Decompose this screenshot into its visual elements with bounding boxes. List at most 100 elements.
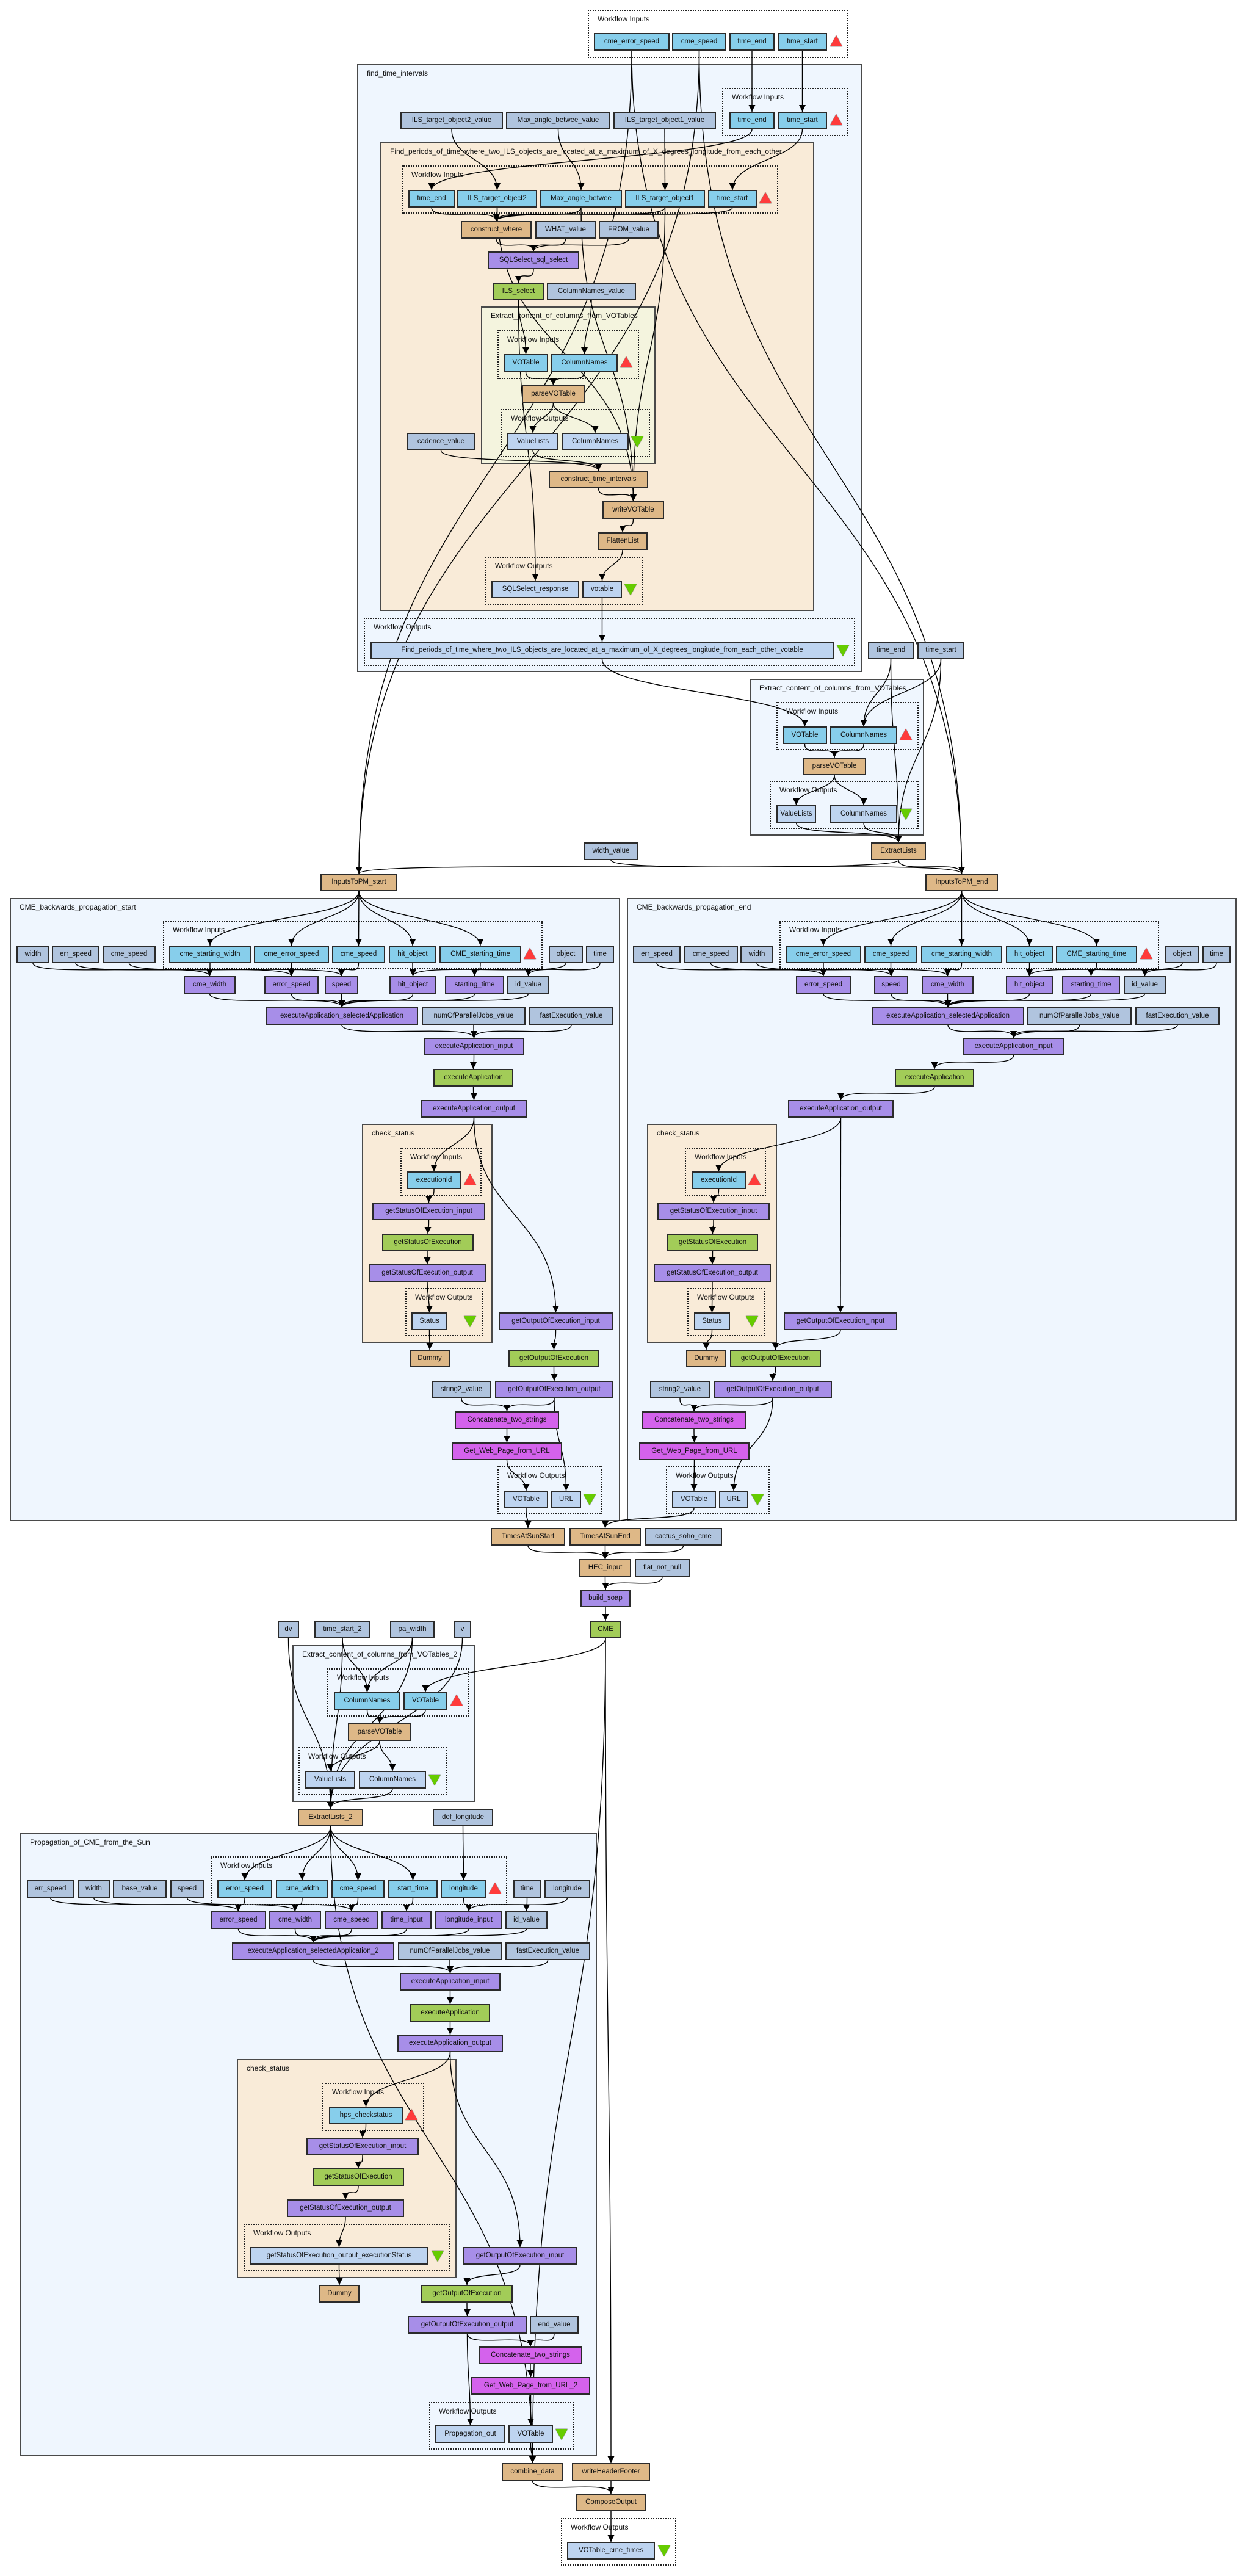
node-g-st[interactable]: start_time — [388, 1880, 438, 1898]
node-s-err[interactable]: err_speed — [52, 946, 99, 963]
node-s-object[interactable]: object — [549, 946, 583, 963]
node-g-cw[interactable]: cme_width — [276, 1880, 328, 1898]
node-g-width[interactable]: width — [78, 1880, 110, 1898]
node-s-ces[interactable]: cme_error_speed — [254, 946, 329, 963]
node-b-fnn[interactable]: flat_not_null — [635, 1559, 690, 1577]
node-n-dummy[interactable]: Dummy — [686, 1350, 726, 1367]
node-x3-vl[interactable]: ValueLists — [305, 1771, 355, 1789]
node-b-ts2[interactable]: time_start_2 — [314, 1621, 370, 1638]
node-b-comp[interactable]: ComposeOutput — [576, 2494, 646, 2511]
node-s-status[interactable]: Status — [411, 1312, 447, 1330]
node-t-cs[interactable]: cme_speed — [672, 33, 726, 51]
node-b-cme[interactable]: CME — [590, 1621, 621, 1638]
node-p-cad[interactable]: cadence_value — [407, 433, 475, 450]
node-s-width[interactable]: width — [16, 946, 49, 963]
node-m-ipme[interactable]: InputsToPM_end — [925, 874, 998, 891]
node-n-ea[interactable]: executeApplication — [895, 1069, 974, 1087]
node-s-cst[interactable]: CME_starting_time — [439, 946, 521, 963]
node-n-nopj[interactable]: numOfParallelJobs_value — [1027, 1007, 1132, 1025]
node-p-cnv[interactable]: ColumnNames_value — [547, 283, 636, 300]
node-p-te[interactable]: time_end — [408, 190, 455, 208]
node-p-ils2[interactable]: ILS_target_object2 — [457, 190, 537, 208]
node-g-ti[interactable]: time_input — [381, 1911, 432, 1929]
node-g-eao[interactable]: executeApplication_output — [397, 2035, 503, 2052]
node-b-vct[interactable]: VOTable_cme_times — [567, 2542, 655, 2560]
node-s-hit[interactable]: hit_object — [389, 946, 436, 963]
node-g-es[interactable]: error_speed — [217, 1880, 272, 1898]
node-b-comb[interactable]: combine_data — [502, 2463, 563, 2481]
node-p-flat[interactable]: FlattenList — [598, 532, 648, 550]
node-n-fast[interactable]: fastExecution_value — [1135, 1007, 1220, 1025]
node-g-time[interactable]: time — [513, 1880, 541, 1898]
node-n-eao[interactable]: executeApplication_output — [788, 1100, 894, 1118]
node-s-csw[interactable]: cme_starting_width — [169, 946, 251, 963]
node-g-endv[interactable]: end_value — [530, 2316, 579, 2334]
node-s-hit2[interactable]: hit_object — [389, 976, 436, 994]
node-s-dummy[interactable]: Dummy — [410, 1350, 450, 1367]
node-t-ces[interactable]: cme_error_speed — [594, 33, 670, 51]
node-p-ils1[interactable]: ILS_target_object1 — [625, 190, 705, 208]
node-m-ts[interactable]: time_start — [917, 642, 964, 659]
node-f-ts[interactable]: time_start — [778, 112, 827, 129]
node-g-cw2[interactable]: cme_width — [269, 1911, 321, 1929]
node-b-v[interactable]: v — [454, 1621, 471, 1638]
node-g-concat[interactable]: Concatenate_two_strings — [479, 2346, 582, 2364]
node-e1-vl[interactable]: ValueLists — [507, 433, 558, 450]
node-b-tass[interactable]: TimesAtSunStart — [491, 1528, 565, 1546]
node-n-eas[interactable]: executeApplication_selectedApplication — [872, 1007, 1024, 1025]
node-s-concat[interactable]: Concatenate_two_strings — [455, 1411, 559, 1429]
node-s-cs[interactable]: cme_speed — [332, 946, 385, 963]
node-g-base[interactable]: base_value — [113, 1880, 167, 1898]
node-e1-vot[interactable]: VOTable — [504, 354, 548, 372]
node-s-nopj[interactable]: numOfParallelJobs_value — [422, 1007, 526, 1025]
node-g-nopj[interactable]: numOfParallelJobs_value — [398, 1942, 502, 1960]
node-m-wv[interactable]: width_value — [584, 842, 638, 860]
node-n-url[interactable]: URL — [719, 1491, 748, 1508]
node-n-gso[interactable]: getStatusOfExecution_output — [654, 1264, 771, 1282]
node-f-ils2v[interactable]: ILS_target_object2_value — [400, 112, 503, 129]
node-n-cme[interactable]: cme_speed — [684, 946, 738, 963]
node-g-eai[interactable]: executeApplication_input — [400, 1973, 501, 1991]
node-t-te[interactable]: time_end — [729, 33, 775, 51]
node-n-time[interactable]: time — [1202, 946, 1231, 963]
node-g-pout[interactable]: Propagation_out — [435, 2425, 505, 2443]
node-n-object[interactable]: object — [1165, 946, 1199, 963]
node-s-web[interactable]: Get_Web_Page_from_URL — [452, 1442, 562, 1460]
node-t-ts[interactable]: time_start — [778, 33, 827, 51]
node-s-cw2[interactable]: cme_width — [184, 976, 236, 994]
node-n-st2[interactable]: starting_time — [1062, 976, 1120, 994]
node-x3-parse[interactable]: parseVOTable — [348, 1723, 411, 1741]
node-n-hit2[interactable]: hit_object — [1006, 976, 1053, 994]
node-g-lonv[interactable]: longitude — [544, 1880, 590, 1898]
node-n-goi[interactable]: getOutputOfExecution_input — [784, 1312, 897, 1330]
node-n-eai[interactable]: executeApplication_input — [963, 1038, 1064, 1055]
node-n-web[interactable]: Get_Web_Page_from_URL — [639, 1442, 750, 1460]
node-m-el[interactable]: ExtractLists — [871, 842, 926, 860]
node-p-wvo[interactable]: writeVOTable — [602, 501, 664, 519]
node-n-sp2[interactable]: speed — [874, 976, 908, 994]
node-b-dv[interactable]: dv — [278, 1621, 299, 1638]
node-g-goo[interactable]: getOutputOfExecution_output — [408, 2316, 527, 2334]
node-m-te[interactable]: time_end — [868, 642, 914, 659]
node-g-vot[interactable]: VOTable — [508, 2425, 553, 2443]
node-p-sql[interactable]: SQLSelect_sql_select — [488, 251, 579, 269]
node-n-go[interactable]: getOutputOfExecution — [730, 1350, 821, 1367]
node-p-ils[interactable]: ILS_select — [493, 283, 544, 300]
node-p-cti[interactable]: construct_time_intervals — [549, 471, 648, 488]
node-b-cactus[interactable]: cactus_soho_cme — [645, 1528, 722, 1546]
node-g-gsi[interactable]: getStatusOfExecution_input — [306, 2138, 419, 2155]
node-f-vot[interactable]: Find_periods_of_time_where_two_ILS_objec… — [370, 642, 834, 659]
node-s-goi[interactable]: getOutputOfExecution_input — [499, 1312, 613, 1330]
node-g-gs[interactable]: getStatusOfExecution — [313, 2168, 404, 2186]
node-n-err[interactable]: err_speed — [633, 946, 681, 963]
node-n-es2[interactable]: error_speed — [796, 976, 851, 994]
node-s-exid[interactable]: executionId — [407, 1171, 461, 1189]
node-g-eas[interactable]: executeApplication_selectedApplication_2 — [232, 1942, 394, 1960]
node-g-id[interactable]: id_value — [505, 1911, 548, 1929]
node-f-maxv[interactable]: Max_angle_betwee_value — [506, 112, 610, 129]
node-s-go[interactable]: getOutputOfExecution — [508, 1350, 599, 1367]
node-n-cw2[interactable]: cme_width — [922, 976, 974, 994]
node-b-pa[interactable]: pa_width — [390, 1621, 435, 1638]
node-s-goo[interactable]: getOutputOfExecution_output — [495, 1381, 613, 1398]
node-n-cst[interactable]: CME_starting_time — [1056, 946, 1137, 963]
